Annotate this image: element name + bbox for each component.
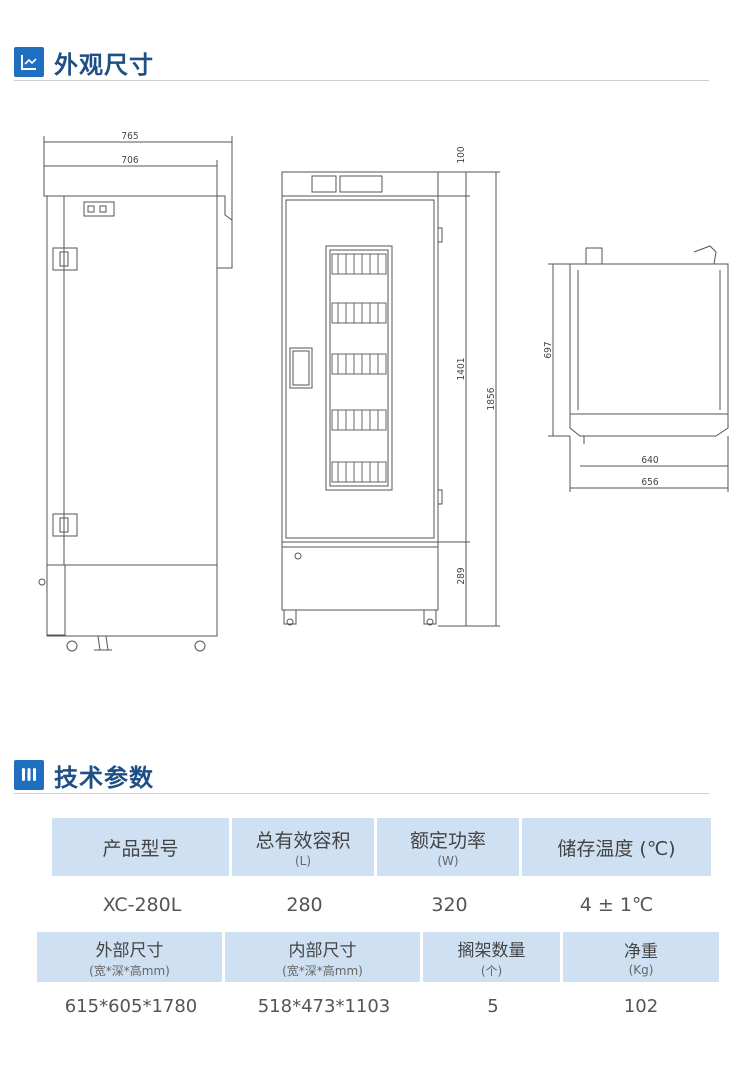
dimension-drawing: 765 706 100 1401 1856 289 697 640 656 [38,131,729,652]
table-cell-power: 320 [431,894,468,916]
table-cell-temperature: 4 ± 1℃ [579,894,654,916]
table-header-cell: 储存温度 (℃) [522,818,711,876]
dim-top-inner-width: 640 [641,455,658,466]
side-view [38,136,233,652]
dim-front-bottom: 289 [456,567,467,584]
top-view [548,245,729,492]
spec-table-2-header: 外部尺寸 (宽*深*高mm) 内部尺寸 (宽*深*高mm) 搁架数量 (个) 净… [37,932,719,982]
table-cell-external-size: 615*605*1780 [64,995,198,1017]
table-cell-volume: 280 [286,894,323,916]
ruler-icon [14,47,44,77]
divider [14,80,709,81]
table-cell-net-weight: 102 [623,995,659,1017]
section-title: 外观尺寸 [54,50,154,79]
table-header-cell: 内部尺寸 (宽*深*高mm) [225,932,423,982]
table-cell-model: XC-280L [102,894,182,916]
table-header-cell: 总有效容积 (L) [232,818,377,876]
section-title: 技术参数 [54,763,154,792]
table-header-cell: 搁架数量 (个) [423,932,563,982]
dim-front-total-height: 1856 [486,387,497,410]
dim-front-top: 100 [456,146,467,163]
dim-top-total-width: 656 [641,477,658,488]
section-header-appearance: 外观尺寸 [14,42,154,82]
table-cell-internal-size: 518*473*1103 [257,995,391,1017]
dim-front-door: 1401 [456,358,467,381]
table-header-cell: 净重 (Kg) [563,932,719,982]
table-header-cell: 外部尺寸 (宽*深*高mm) [37,932,225,982]
divider [14,793,709,794]
spec-table-1-header: 产品型号 总有效容积 (L) 额定功率 (W) 储存温度 (℃) [52,818,711,876]
table-header-cell: 额定功率 (W) [377,818,522,876]
table-header-cell: 产品型号 [52,818,232,876]
spec-table-2-row: 615*605*1780 518*473*1103 5 102 [37,984,719,1028]
dim-top-depth: 697 [543,341,554,358]
tubes-icon [14,760,44,790]
dim-side-body-width: 706 [121,155,138,166]
section-header-specs: 技术参数 [14,755,154,795]
spec-table-1-row: XC-280L 280 320 4 ± 1℃ [52,880,711,930]
front-view [281,171,500,627]
table-cell-shelf-count: 5 [487,995,499,1017]
dim-side-total-width: 765 [121,131,138,142]
